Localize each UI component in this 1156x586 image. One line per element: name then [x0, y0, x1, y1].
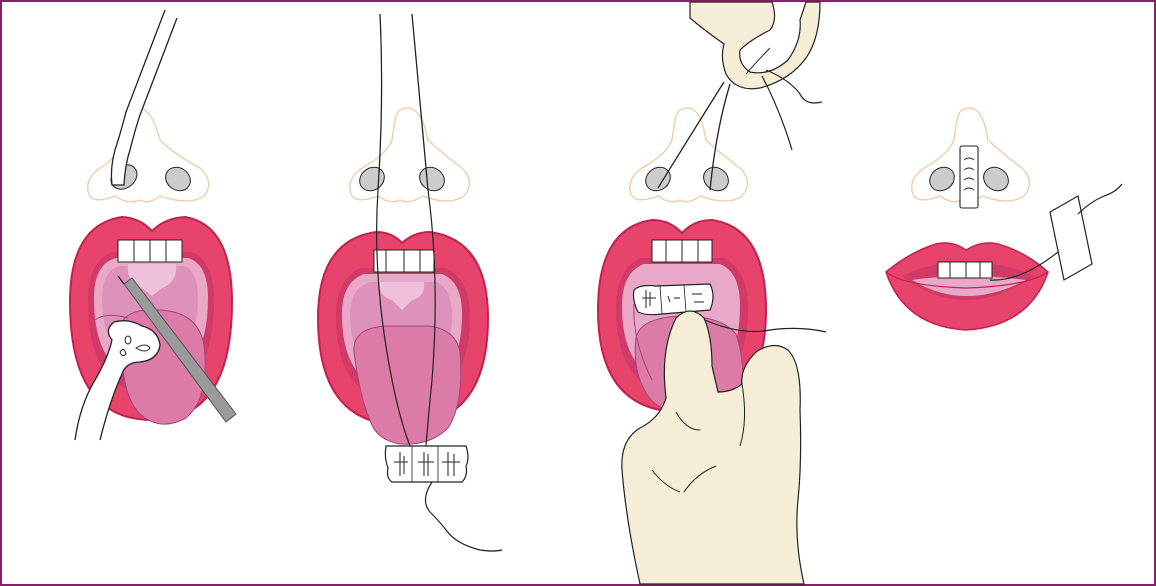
- tongue-2: [354, 326, 461, 444]
- teeth-4: [938, 262, 992, 278]
- nose-1: [88, 108, 209, 202]
- nose-3: [630, 108, 748, 202]
- suction-catheter-1: [111, 10, 177, 185]
- panel-1: [70, 10, 236, 440]
- tape-strip-4: [1050, 196, 1092, 280]
- packing-roll-2: [385, 446, 468, 482]
- taped-strings-4: [960, 146, 978, 208]
- catheter-tail-2: [425, 482, 502, 551]
- panel-2: [318, 14, 502, 551]
- catheter-string-right-2: [412, 14, 428, 190]
- closed-lips-4: [886, 243, 1048, 330]
- nose-2: [350, 108, 470, 202]
- panel-3: [598, 2, 826, 584]
- gloved-hand-top-3: [690, 2, 820, 89]
- open-mouth-2: [318, 232, 488, 444]
- panel-4: [886, 108, 1122, 330]
- packing-3: [634, 284, 714, 315]
- catheter-string-left-2: [378, 14, 382, 190]
